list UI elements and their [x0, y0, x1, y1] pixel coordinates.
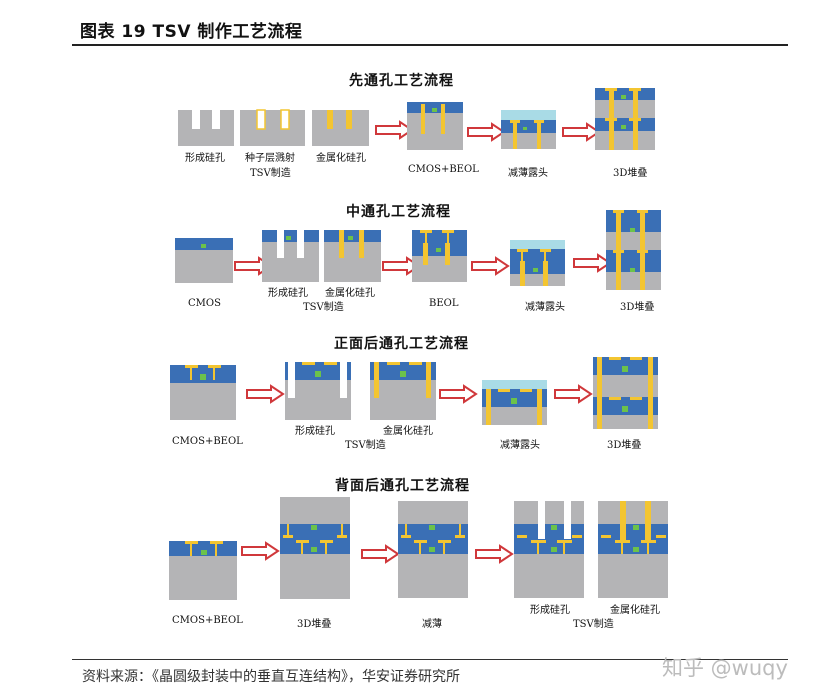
step-thin — [398, 501, 468, 598]
step-form-hole — [514, 501, 584, 598]
group-label: TSV制造 — [303, 302, 344, 313]
via-middle-flow — [175, 210, 661, 290]
section-title-via-last-back: 背面后通孔工艺流程 — [335, 478, 470, 494]
step-3d-stack — [593, 357, 658, 429]
step-cmos-beol — [170, 365, 236, 420]
figure-title: 图表 19 TSV 制作工艺流程 — [80, 22, 303, 42]
step-form-hole — [285, 362, 351, 420]
source-note: 资料来源：《晶圆级封装中的垂直互连结构》，华安证券研究所 — [82, 669, 460, 685]
section-title-via-first: 先通孔工艺流程 — [349, 73, 454, 89]
group-label: TSV制造 — [250, 168, 291, 179]
step-label: 形成硅孔 — [295, 426, 335, 437]
via-last-front-flow — [170, 357, 658, 429]
step-label: 形成硅孔 — [530, 605, 570, 616]
step-label: 金属化硅孔 — [383, 426, 433, 437]
step-cmos-beol — [169, 541, 237, 600]
step-label: CMOS+BEOL — [172, 436, 243, 447]
step-label: 形成硅孔 — [268, 288, 308, 299]
step-seed-layer — [240, 109, 305, 146]
step-metallize — [324, 230, 381, 282]
step-label: 金属化硅孔 — [316, 153, 366, 164]
step-cmos-beol — [407, 102, 463, 150]
step-thin-reveal — [510, 240, 565, 286]
arrow-icon — [375, 121, 413, 139]
step-beol — [412, 230, 467, 282]
step-label: CMOS — [188, 298, 221, 309]
step-label: 减薄露头 — [525, 302, 565, 313]
group-label: TSV制造 — [573, 619, 614, 630]
step-form-hole — [178, 110, 234, 146]
source-divider — [72, 659, 788, 660]
step-label: 3D堆叠 — [613, 168, 648, 179]
step-metallize — [312, 110, 369, 146]
step-3d-stack — [606, 210, 661, 290]
step-thin-reveal — [501, 110, 556, 149]
arrow-icon — [246, 385, 284, 403]
watermark: 知乎 @wuqy — [662, 656, 788, 680]
step-metallize — [598, 501, 668, 598]
arrow-icon — [573, 254, 611, 272]
step-label: 金属化硅孔 — [610, 605, 660, 616]
step-3d-stack — [595, 88, 655, 150]
step-label: 金属化硅孔 — [325, 288, 375, 299]
step-label: CMOS+BEOL — [172, 615, 243, 626]
via-first-flow — [178, 88, 655, 150]
step-cmos — [175, 238, 233, 283]
step-3d-stack — [280, 497, 350, 599]
step-label: 种子层溅射 — [245, 153, 295, 164]
section-title-via-last-front: 正面后通孔工艺流程 — [334, 336, 469, 352]
step-label: 形成硅孔 — [185, 153, 225, 164]
step-label: 3D堆叠 — [297, 619, 332, 630]
step-form-hole — [262, 230, 319, 282]
via-last-back-flow — [169, 497, 668, 600]
arrow-icon — [471, 257, 509, 275]
step-label: 3D堆叠 — [620, 302, 655, 313]
tsv-process-diagram — [169, 88, 668, 600]
title-divider — [72, 44, 788, 46]
arrow-icon — [439, 385, 477, 403]
step-label: 减薄露头 — [508, 168, 548, 179]
group-label: TSV制造 — [345, 440, 386, 451]
arrow-icon — [361, 545, 399, 563]
arrow-icon — [241, 542, 279, 560]
step-thin-reveal — [482, 380, 547, 425]
step-label: 3D堆叠 — [607, 440, 642, 451]
section-title-via-middle: 中通孔工艺流程 — [346, 204, 451, 220]
step-label: 减薄 — [422, 619, 442, 630]
step-label: CMOS+BEOL — [408, 164, 479, 175]
arrow-icon — [562, 123, 600, 141]
arrow-icon — [467, 123, 505, 141]
step-label: BEOL — [429, 298, 459, 309]
arrow-icon — [475, 545, 513, 563]
step-label: 减薄露头 — [500, 440, 540, 451]
arrow-icon — [554, 385, 592, 403]
step-metallize — [370, 362, 436, 420]
